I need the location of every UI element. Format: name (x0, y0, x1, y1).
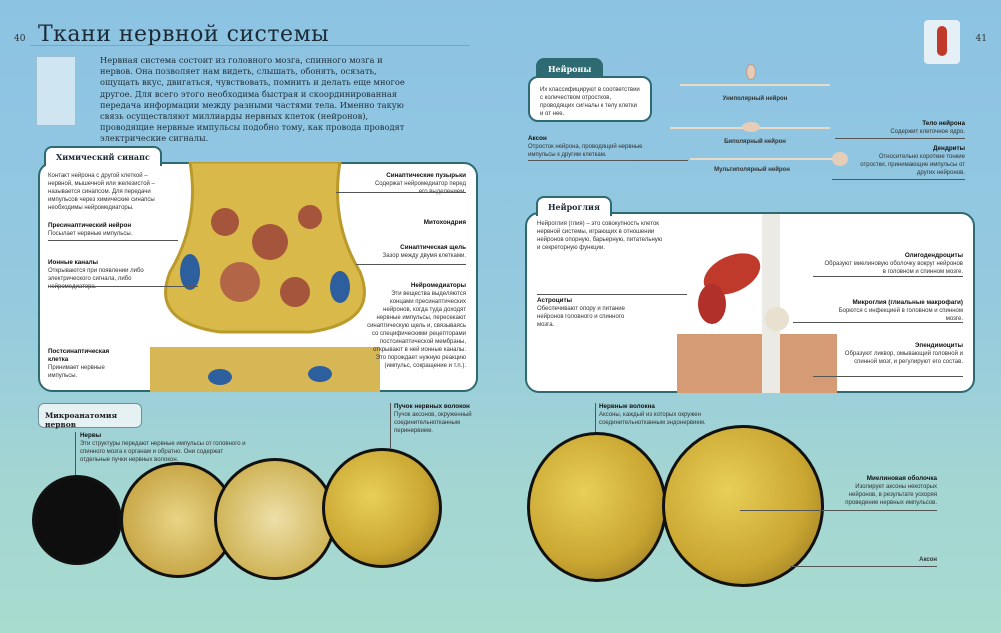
neuroglia-tab: Нейроглия (536, 196, 612, 216)
synapse-intro: Контакт нейрона с другой клеткой – нервн… (48, 173, 155, 211)
micro-anatomy-title: Микроанатомия нервов (38, 403, 142, 429)
leader-line (356, 264, 466, 265)
multipolar-label: Мультиполярный нейрон (714, 167, 790, 173)
bipolar-neuron-body (742, 122, 760, 132)
nerve-fibers-circle (527, 432, 667, 582)
fascicle-cross-section (214, 458, 336, 580)
page-number-left: 40 (14, 34, 26, 44)
leader-line (528, 160, 688, 161)
unipolar-label: Униполярный нейрон (722, 96, 788, 102)
page-title: Ткани нервной системы (38, 22, 330, 47)
leader-line (48, 286, 198, 287)
leader-line (740, 510, 937, 511)
leader-line (537, 294, 687, 295)
glia-intro: Нейроглия (глия) – это совокупность клет… (537, 221, 663, 251)
synapse-panel: Контакт нейрона с другой клеткой – нервн… (38, 162, 478, 392)
leader-line (48, 240, 178, 241)
label-axon-2: Аксон (919, 557, 937, 563)
body-figure-icon (924, 20, 960, 64)
leader-line (832, 179, 965, 180)
unipolar-neuron (680, 84, 830, 86)
leader-line (793, 322, 963, 323)
neurons-intro-box: Их классифицируют в соответствии с колич… (528, 76, 652, 122)
bipolar-label: Биполярный нейрон (724, 139, 786, 145)
myelin-sheath-circle (662, 425, 824, 587)
leader-line (790, 566, 937, 567)
synapse-illustration (150, 162, 380, 392)
nerve-circle (32, 475, 122, 565)
synapse-tab: Химический синапс (44, 146, 162, 166)
label-microglia: Микроглия (глиальные макрофаги)Борются с… (838, 299, 963, 322)
unipolar-neuron-body (746, 64, 756, 80)
multipolar-neuron (690, 158, 835, 160)
label-mitochondria: Митохондрия (423, 219, 466, 226)
body-nervous-system-figure (36, 56, 76, 126)
neurons-tab: Нейроны (536, 58, 604, 78)
neuroglia-panel: Нейроглия (глия) – это совокупность клет… (525, 212, 975, 393)
page-number-right: 41 (975, 34, 987, 44)
fiber-bundle-circle (322, 448, 442, 568)
leader-line (813, 376, 963, 377)
leader-line (813, 276, 963, 277)
title-rule (30, 45, 470, 46)
intro-text: Нервная система состоит из головного моз… (100, 55, 405, 144)
leader-line (336, 192, 466, 193)
multipolar-neuron-body (832, 152, 848, 166)
leader-line (835, 138, 965, 139)
neuroglia-illustration (677, 214, 837, 393)
